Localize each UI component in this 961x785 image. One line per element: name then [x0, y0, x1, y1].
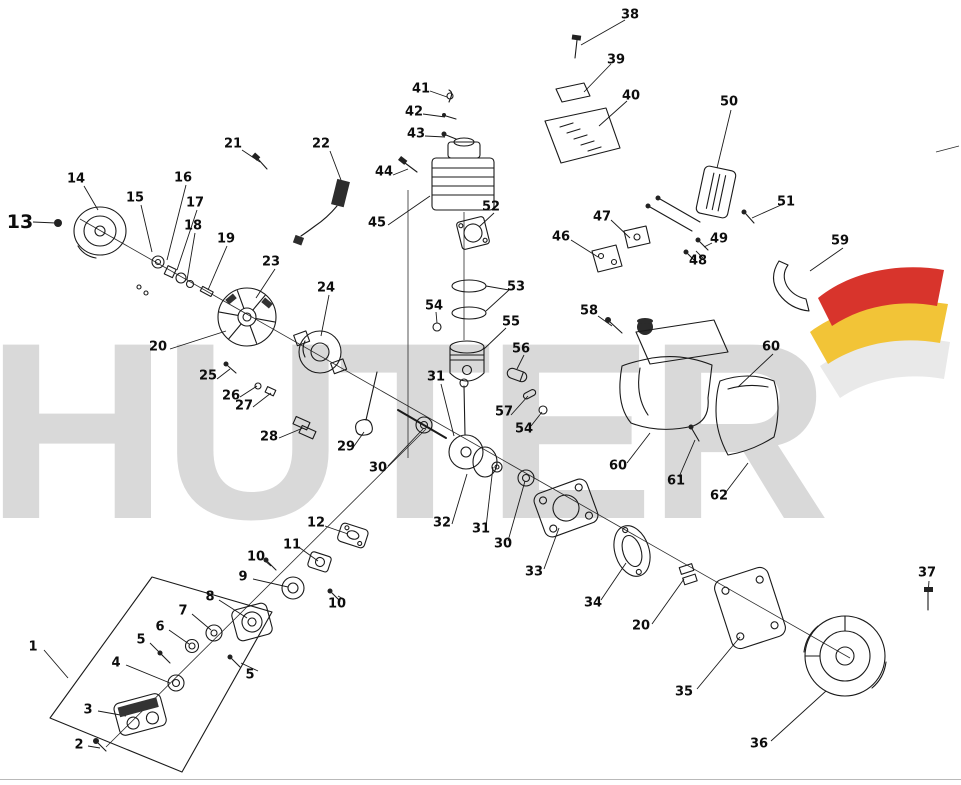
part-side-cover-62 — [715, 375, 779, 456]
part-gasket-52 — [456, 216, 490, 250]
brand-watermark-text: HUTER — [0, 291, 825, 572]
part-ignition-coil-22 — [292, 178, 350, 246]
part-screw-38 — [571, 34, 582, 59]
part-screws-41-43 — [441, 89, 457, 140]
part-clutch-housing-8 — [231, 602, 273, 642]
part-nut-6 — [184, 638, 200, 654]
part-piston-55 — [449, 340, 485, 382]
logo-red-band — [818, 267, 944, 326]
part-ignition-module-24 — [293, 330, 348, 375]
logo-gray-band — [820, 338, 950, 398]
part-backplate-35 — [714, 566, 786, 650]
part-bearing-30 — [415, 416, 433, 434]
part-starter-pulley-14 — [73, 206, 127, 259]
part-bolt-13 — [54, 219, 62, 227]
part-crankcase-33 — [533, 478, 599, 538]
part-washer-4 — [167, 674, 185, 692]
part-screw-21 — [251, 152, 268, 170]
brand-logo-swoosh — [810, 267, 950, 398]
part-screw-44 — [398, 155, 418, 173]
part-clutch-drum-3 — [113, 693, 167, 736]
part-screw-37 — [924, 587, 933, 611]
part-flywheel-fan-23 — [217, 287, 277, 347]
part-top-cover-40 — [544, 107, 621, 164]
part-small-hardware-25-28 — [223, 361, 317, 440]
part-screws-48-49 — [683, 237, 709, 263]
part-washer-stack-20b — [678, 563, 698, 586]
part-screws-5 — [157, 650, 241, 668]
part-piston-pin-56 — [506, 367, 528, 383]
leader-lines — [32, 19, 930, 749]
part-recoil-starter-36 — [803, 615, 887, 697]
part-circlip-54a — [432, 322, 442, 332]
axis-lines — [79, 145, 960, 748]
part-screw-61 — [688, 424, 700, 442]
part-screw-51 — [741, 209, 755, 224]
part-boundary-outline-1 — [49, 576, 273, 773]
part-bracket-59 — [772, 260, 810, 312]
part-coupler-11 — [307, 551, 332, 573]
part-crankshaft-31-32 — [397, 378, 535, 487]
part-washer-9 — [281, 576, 305, 600]
part-screws-10 — [263, 557, 341, 602]
part-pin-clip-57 — [522, 389, 537, 400]
part-cylinder-45 — [431, 137, 495, 211]
part-bracket-47 — [623, 195, 701, 249]
part-small-hardware-15-19 — [136, 255, 214, 298]
part-piston-rings-53 — [451, 279, 487, 320]
part-circlip-54b — [538, 405, 548, 415]
part-fuel-tank-60 — [619, 319, 729, 430]
part-screw-2 — [93, 738, 107, 752]
part-gasket-46 — [591, 244, 623, 273]
part-plate-39 — [555, 82, 591, 103]
parts — [49, 34, 933, 773]
part-washer-7 — [205, 624, 223, 642]
part-muffler-50 — [695, 165, 737, 219]
part-gasket-34 — [613, 525, 651, 577]
part-clip-29 — [355, 371, 378, 436]
bottom-divider — [0, 779, 961, 780]
part-gasket-12 — [337, 522, 369, 549]
